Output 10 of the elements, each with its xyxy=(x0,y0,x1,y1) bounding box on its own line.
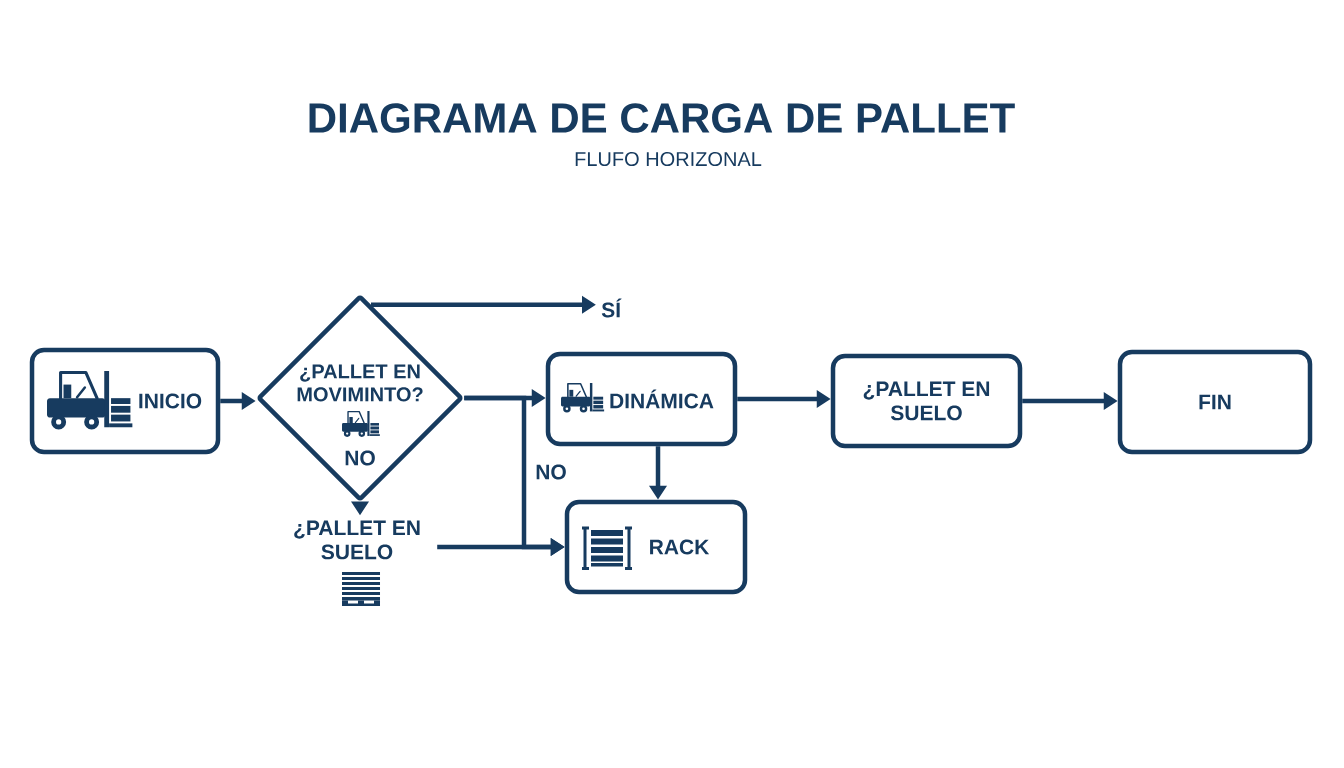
outcome-label: SÍ xyxy=(601,298,622,318)
end-box: FIN xyxy=(1117,349,1313,455)
title: DIAGRAMA DE CARGA DE PALLET xyxy=(309,103,1015,133)
process-box: RACK xyxy=(564,499,748,595)
process-box: DINÁMICA xyxy=(545,351,738,447)
subtitle: FLUFO HORIZONAL xyxy=(575,151,762,167)
edge-label: NO xyxy=(536,464,566,480)
start-box: INICIO xyxy=(29,347,221,455)
process-box: ¿PALLET EN SUELO xyxy=(830,353,1023,449)
outcome-label: ¿PALLET EN SUELO xyxy=(294,520,420,560)
